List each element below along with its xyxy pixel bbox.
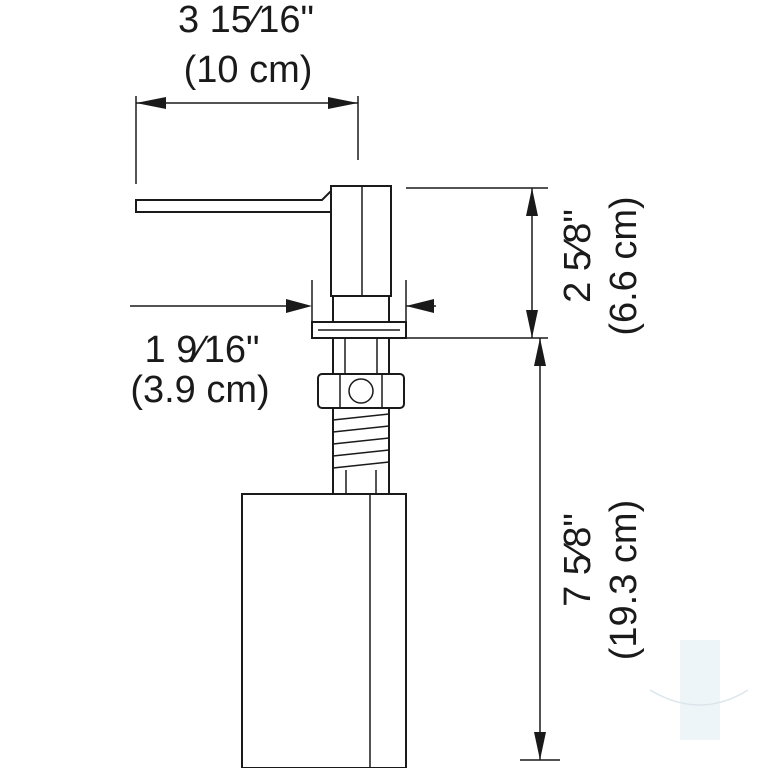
head-height-metric: (6.6 cm) — [603, 196, 645, 335]
spout-length-metric: (10 cm) — [184, 49, 313, 91]
arrow-right-icon — [286, 299, 312, 313]
head-width-dimension: 1 9⁄16" (3.9 cm) — [130, 280, 436, 411]
arrow-down-icon — [534, 732, 546, 760]
soap-bottle — [241, 493, 407, 768]
arrow-up-icon — [534, 338, 546, 366]
arrow-left-icon — [136, 97, 166, 109]
pump-neck — [332, 295, 390, 323]
bottle-height-metric: (19.3 cm) — [603, 500, 645, 660]
arrow-up-icon — [526, 188, 538, 216]
pump-head — [330, 185, 392, 297]
watermark-logo — [649, 640, 749, 740]
shank — [332, 337, 390, 375]
nut-bore — [348, 378, 374, 404]
head-width-imperial: 1 9⁄16" — [145, 329, 260, 371]
arrow-right-icon — [328, 97, 358, 109]
soap-dispenser — [135, 185, 407, 768]
head-height-imperial: 2 5⁄8" — [557, 209, 599, 303]
thread-lines — [332, 413, 390, 469]
height-dimensions: 2 5⁄8" (6.6 cm) 7 5⁄8" (19.3 cm) — [406, 187, 645, 761]
spout-length-dimension: 3 15⁄16" (10 cm) — [135, 0, 359, 184]
bottle-height-imperial: 7 5⁄8" — [557, 513, 599, 607]
head-width-metric: (3.9 cm) — [130, 369, 269, 411]
arrow-down-icon — [526, 310, 538, 338]
watermark-bar — [680, 640, 720, 740]
watermark-arc — [649, 689, 749, 706]
spout — [135, 187, 333, 213]
spout-length-imperial: 3 15⁄16" — [178, 0, 314, 41]
